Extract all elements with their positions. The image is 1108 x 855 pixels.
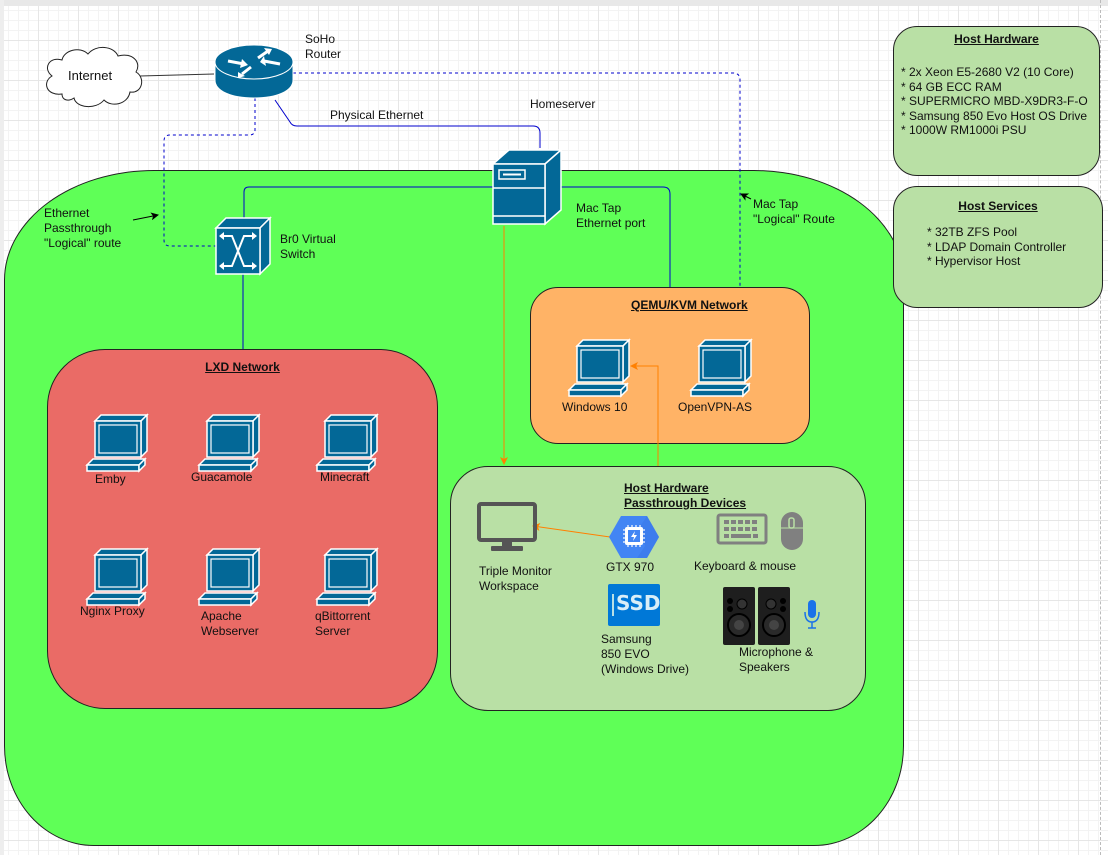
vm-icon-openvpn[interactable] — [689, 338, 753, 398]
container-label-minecraft: Minecraft — [320, 470, 370, 484]
device-label-speakers-microphone: Microphone & Speakers — [739, 645, 814, 674]
vm-label-windows10: Windows 10 — [562, 400, 628, 414]
speakers-microphone-icon[interactable] — [722, 585, 832, 645]
router-icon[interactable] — [214, 44, 294, 100]
keyboard-mouse-icon[interactable] — [716, 510, 808, 552]
canvas-top-bar — [0, 0, 1108, 6]
host-services-list: * 32TB ZFS Pool * LDAP Domain Controller… — [927, 225, 1067, 268]
lxd-network-title: LXD Network — [205, 360, 280, 374]
qemu-network-title: QEMU/KVM Network — [631, 298, 748, 312]
container-label-emby: Emby — [95, 472, 126, 486]
container-icon-apache[interactable] — [197, 547, 261, 607]
br0-switch-label: Br0 Virtual Switch — [280, 232, 336, 261]
host-services-box[interactable]: Host Services * 32TB ZFS Pool * LDAP Dom… — [893, 186, 1103, 308]
gpu-icon[interactable] — [609, 514, 659, 560]
container-label-apache: Apache Webserver — [201, 609, 259, 638]
container-icon-minecraft[interactable] — [315, 413, 379, 473]
container-label-qbittorrent: qBittorrent Server — [315, 609, 371, 638]
internet-router-link — [139, 73, 215, 77]
container-icon-emby[interactable] — [85, 413, 149, 473]
container-icon-guacamole[interactable] — [197, 413, 261, 473]
internet-cloud-icon[interactable] — [40, 44, 150, 112]
vm-label-openvpn: OpenVPN-AS — [678, 400, 753, 414]
router-label: SoHo Router — [305, 32, 342, 61]
ssd-icon[interactable]: SSD — [608, 584, 661, 626]
internet-label: Internet — [68, 68, 113, 83]
container-icon-nginx[interactable] — [85, 547, 149, 607]
device-label-gpu: GTX 970 — [606, 560, 655, 574]
container-label-guacamole: Guacamole — [191, 470, 253, 484]
passthrough-title: Host Hardware Passthrough Devices — [624, 481, 747, 510]
server-icon[interactable] — [491, 146, 563, 228]
mac-tap-port-label: Mac Tap Ethernet port — [576, 201, 646, 230]
device-label-monitor: Triple Monitor Workspace — [479, 564, 552, 593]
container-icon-qbittorrent[interactable] — [315, 547, 379, 607]
homeserver-label: Homeserver — [530, 97, 596, 111]
virtual-switch-icon[interactable] — [214, 216, 272, 276]
host-hardware-list: * 2x Xeon E5-2680 V2 (10 Core) * 64 GB E… — [901, 65, 1088, 137]
lxd-network-box[interactable]: LXD Network — [47, 349, 438, 709]
vm-icon-windows10[interactable] — [567, 338, 631, 398]
mac-tap-route-label: Mac Tap "Logical" Route — [753, 197, 835, 226]
container-label-nginx: Nginx Proxy — [80, 604, 145, 618]
ssd-icon-text: SSD — [616, 591, 661, 615]
device-label-keyboard-mouse: Keyboard & mouse — [694, 559, 797, 573]
page-boundary — [1100, 0, 1101, 855]
physical-ethernet-label: Physical Ethernet — [330, 108, 424, 122]
canvas-left-bar — [0, 0, 4, 855]
device-label-ssd: Samsung 850 EVO (Windows Drive) — [601, 632, 690, 676]
host-hardware-box[interactable]: Host Hardware * 2x Xeon E5-2680 V2 (10 C… — [893, 26, 1100, 176]
host-hardware-title: Host Hardware — [954, 32, 1039, 46]
monitor-icon[interactable] — [477, 502, 537, 552]
ethernet-passthrough-label: Ethernet Passthrough "Logical" route — [44, 206, 122, 250]
host-services-title: Host Services — [958, 199, 1038, 213]
